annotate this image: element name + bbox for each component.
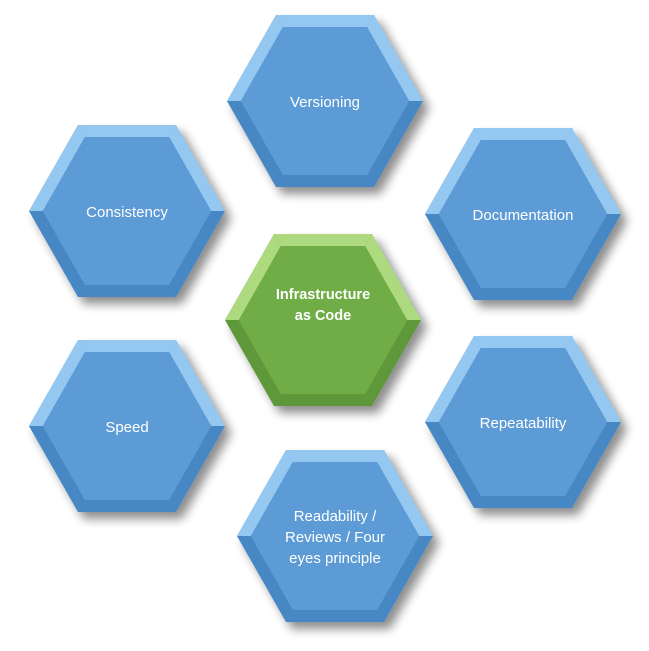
repeatability-hexagon-bevel <box>425 336 481 422</box>
consistency-hexagon-bevel <box>78 125 176 137</box>
speed-hexagon-bevel <box>78 500 176 512</box>
center-hexagon-bevel <box>274 234 372 246</box>
consistency-hexagon <box>29 125 225 297</box>
center-hexagon-bevel <box>225 234 281 320</box>
documentation-hexagon-bevel <box>425 128 481 214</box>
readability-hexagon-bevel <box>237 536 293 622</box>
consistency-hexagon-bevel <box>169 211 225 297</box>
versioning-hexagon-face <box>240 27 410 175</box>
documentation-hexagon-bevel <box>425 214 481 300</box>
versioning-hexagon-bevel <box>276 175 374 187</box>
center-hexagon-bevel <box>274 394 372 406</box>
versioning-hexagon-bevel <box>276 15 374 27</box>
repeatability-hexagon-bevel <box>474 336 572 348</box>
readability-hexagon-bevel <box>377 450 433 536</box>
repeatability-hexagon-bevel <box>565 336 621 422</box>
readability-hexagon-bevel <box>237 450 293 536</box>
documentation-hexagon-bevel <box>565 214 621 300</box>
repeatability-hexagon <box>425 336 621 508</box>
speed-hexagon <box>29 340 225 512</box>
repeatability-hexagon-bevel <box>565 422 621 508</box>
versioning-hexagon-bevel <box>367 101 423 187</box>
center-hexagon-bevel <box>365 234 421 320</box>
repeatability-hexagon-face <box>438 348 608 496</box>
documentation-hexagon-face <box>438 140 608 288</box>
documentation-hexagon <box>425 128 621 300</box>
speed-hexagon-bevel <box>169 340 225 426</box>
repeatability-hexagon-bevel <box>425 422 481 508</box>
readability-hexagon-bevel <box>286 610 384 622</box>
readability-hexagon <box>237 450 433 622</box>
center-hexagon-bevel <box>225 320 281 406</box>
speed-hexagon-bevel <box>29 340 85 426</box>
center-hexagon-face <box>238 246 408 394</box>
readability-hexagon-face <box>250 462 420 610</box>
consistency-hexagon-bevel <box>169 125 225 211</box>
versioning-hexagon-bevel <box>367 15 423 101</box>
consistency-hexagon-bevel <box>29 211 85 297</box>
center-hexagon <box>225 234 421 406</box>
readability-hexagon-bevel <box>377 536 433 622</box>
versioning-hexagon <box>227 15 423 187</box>
repeatability-hexagon-bevel <box>474 496 572 508</box>
versioning-hexagon-bevel <box>227 15 283 101</box>
documentation-hexagon-bevel <box>474 288 572 300</box>
speed-hexagon-bevel <box>29 426 85 512</box>
speed-hexagon-bevel <box>78 340 176 352</box>
documentation-hexagon-bevel <box>565 128 621 214</box>
center-hexagon-bevel <box>365 320 421 406</box>
documentation-hexagon-bevel <box>474 128 572 140</box>
versioning-hexagon-bevel <box>227 101 283 187</box>
consistency-hexagon-bevel <box>78 285 176 297</box>
consistency-hexagon-bevel <box>29 125 85 211</box>
speed-hexagon-bevel <box>169 426 225 512</box>
consistency-hexagon-face <box>42 137 212 285</box>
readability-hexagon-bevel <box>286 450 384 462</box>
speed-hexagon-face <box>42 352 212 500</box>
